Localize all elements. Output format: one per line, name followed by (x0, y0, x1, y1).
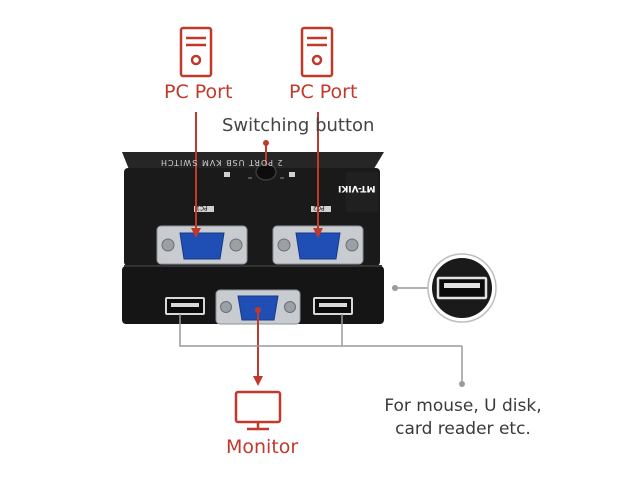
device-top-text: 2 PORT USB KVM SWITCH (160, 158, 283, 167)
port2-label: PC2 (313, 204, 325, 211)
usb-port (165, 297, 205, 315)
vga-port-pc2 (272, 225, 364, 265)
switching-button-label: Switching button (222, 115, 375, 136)
device-brand-label: MT-VIKI (338, 183, 376, 193)
usb-note-line1: For mouse, U disk, (384, 396, 542, 416)
monitor-icon (234, 390, 282, 431)
computer-tower-icon (300, 26, 334, 78)
usb-note: For mouse, U disk, card reader etc. (378, 395, 548, 441)
usb-note-line2: card reader etc. (395, 419, 531, 439)
computer-tower-icon (179, 26, 213, 78)
port1-label: PC1 (196, 204, 208, 211)
pc-port-right-label: PC Port (289, 81, 358, 103)
pc-port-left-label: PC Port (164, 81, 233, 103)
usb-port (313, 297, 353, 315)
usb-port-zoom-callout (427, 253, 497, 323)
vga-port-pc1 (156, 225, 248, 265)
monitor-label: Monitor (226, 436, 299, 458)
